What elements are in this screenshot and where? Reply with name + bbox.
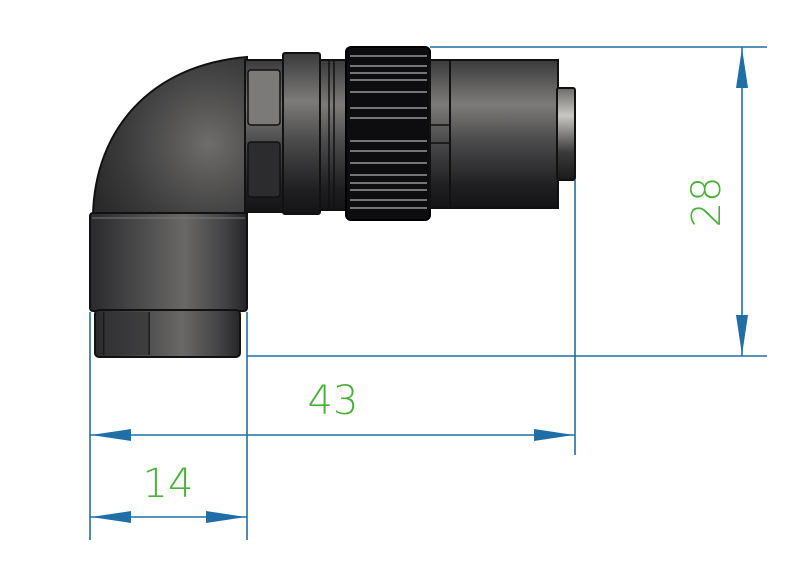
dimension-43: 43 (308, 378, 359, 424)
arrow-right-icon (206, 511, 246, 523)
elbow-housing (91, 55, 248, 216)
dimension-lines (89, 46, 767, 540)
coupling-ring (282, 52, 321, 215)
bottom-hex-nut (94, 309, 241, 358)
front-sleeve (449, 59, 559, 209)
arrow-right-icon (534, 429, 574, 441)
knurled-coupling-nut (345, 46, 431, 221)
rear-hex-coupling (244, 59, 286, 213)
dimension-arrows (91, 48, 748, 523)
dimension-28: 28 (684, 177, 730, 228)
arrow-down-icon (736, 315, 748, 355)
coupling-grooves (319, 59, 349, 211)
dimension-14: 14 (143, 461, 194, 507)
arrow-left-icon (91, 429, 131, 441)
contact-insert (556, 87, 576, 181)
arrow-up-icon (736, 48, 748, 88)
elbow-collar (89, 212, 248, 312)
connector-body (89, 46, 576, 358)
arrow-left-icon (91, 511, 131, 523)
front-hex (429, 59, 453, 209)
